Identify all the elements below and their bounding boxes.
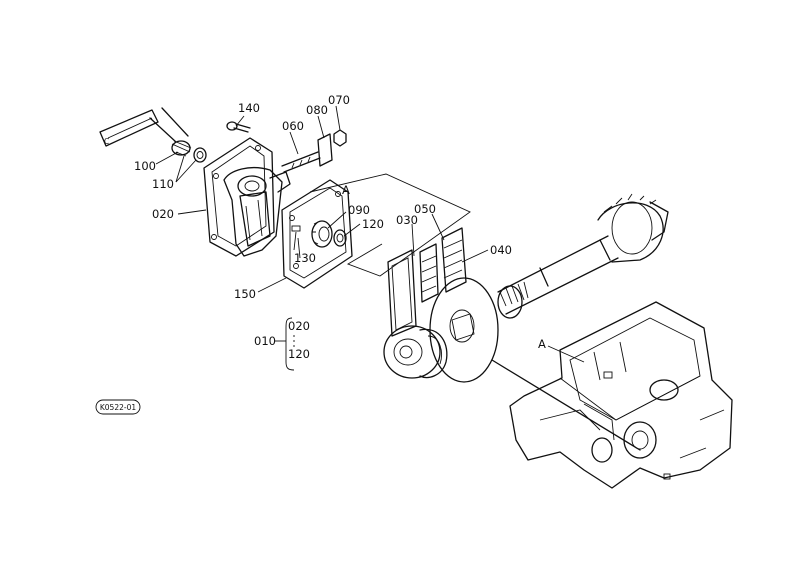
label-ref-a-top: A: [342, 183, 350, 197]
label-010: 010: [254, 334, 276, 348]
pulley: [383, 325, 448, 379]
diagram-code-badge: K0522-01: [95, 399, 141, 415]
assembly-outline: [309, 173, 471, 277]
drive-shaft-040: [497, 193, 669, 319]
label-130: 130: [294, 251, 316, 265]
label-140: 140: [238, 101, 260, 115]
group-bracket-010: [274, 317, 295, 371]
friction-plate-050: [419, 227, 467, 303]
label-040: 040: [490, 243, 512, 257]
transmission-case: [509, 301, 733, 489]
label-120-group: 120: [288, 347, 310, 361]
label-070: 070: [328, 93, 350, 107]
clutch-plate-030: [387, 249, 417, 337]
plate-080: [317, 133, 333, 167]
bolt-140: [226, 121, 251, 133]
label-030: 030: [396, 213, 418, 227]
label-020-group: 020: [288, 319, 310, 333]
nut-070: [333, 129, 347, 147]
gear-090: [311, 220, 333, 248]
label-060: 060: [282, 119, 304, 133]
flywheel-disc: [429, 277, 499, 383]
diagram-code: K0522-01: [100, 403, 136, 412]
label-050: 050: [414, 202, 436, 216]
label-090: 090: [348, 203, 370, 217]
label-ref-c: C: [104, 137, 109, 146]
cover-plate-150: [281, 179, 353, 289]
lever-housing: [223, 166, 291, 257]
label-150: 150: [234, 287, 256, 301]
label-080: 080: [306, 103, 328, 117]
label-120: 120: [362, 217, 384, 231]
gasket-020: [203, 137, 275, 257]
label-020: 020: [152, 207, 174, 221]
washer-120: [333, 229, 347, 247]
lever-shaft-100: [99, 107, 192, 157]
label-100: 100: [134, 159, 156, 173]
leader-lines: [155, 105, 585, 363]
alignment-line: [491, 359, 641, 451]
label-110: 110: [152, 177, 174, 191]
washer-110: [193, 147, 207, 163]
label-ref-a-case: A: [538, 337, 546, 351]
pin-060: [281, 151, 321, 173]
